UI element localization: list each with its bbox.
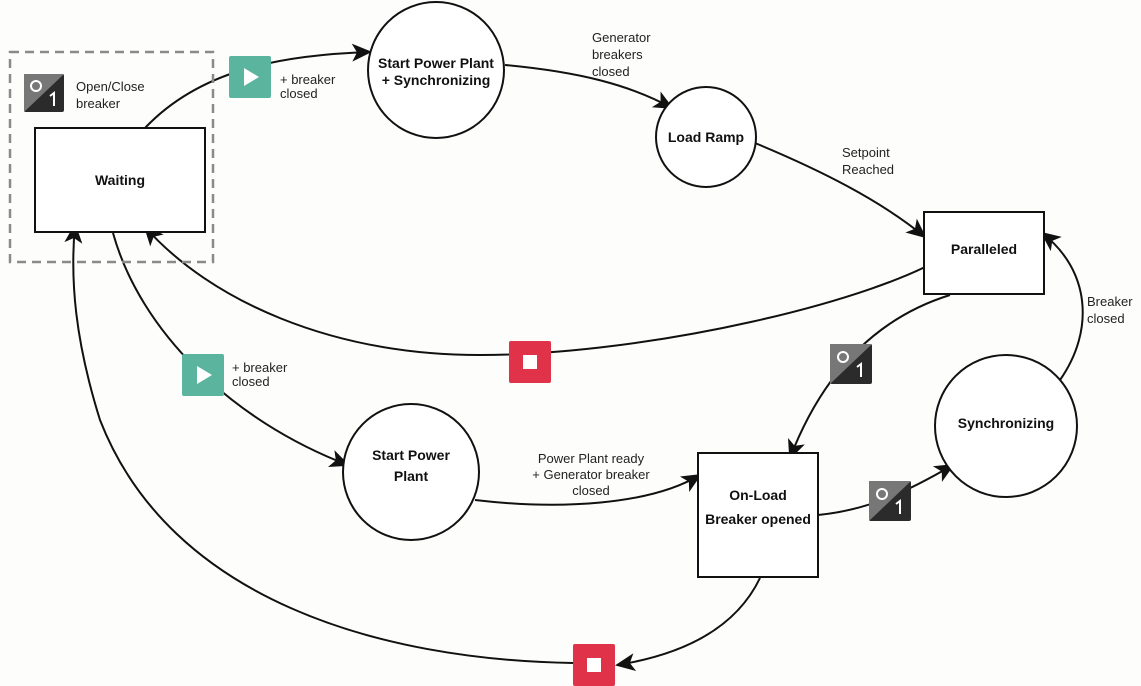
node-load-ramp-label: Load Ramp bbox=[668, 129, 744, 145]
node-start-power-plant[interactable]: Start Power Plant bbox=[342, 403, 480, 541]
edge-start-sync-to-load-ramp bbox=[504, 64, 674, 109]
node-paralleled-label: Paralleled bbox=[951, 241, 1017, 257]
node-synchronizing[interactable]: Synchronizing bbox=[934, 354, 1078, 498]
play-icon[interactable] bbox=[229, 56, 271, 98]
label-ready-1: Power Plant ready bbox=[538, 451, 645, 466]
toggle-breaker-icon[interactable] bbox=[830, 344, 872, 384]
node-start-plant-label-2: Plant bbox=[394, 468, 429, 484]
node-synchronizing-label: Synchronizing bbox=[958, 415, 1054, 431]
node-start-sync-label-1: Start Power Plant bbox=[378, 55, 494, 71]
stop-icon[interactable] bbox=[509, 341, 551, 383]
label-ready-2: + Generator breaker bbox=[532, 467, 650, 482]
label-gen-closed-3: closed bbox=[592, 64, 630, 79]
label-setpoint-2: Reached bbox=[842, 162, 894, 177]
label-start-top-2: closed bbox=[280, 86, 318, 101]
label-gen-closed-2: breakers bbox=[592, 47, 643, 62]
node-onload-breaker-opened[interactable]: On-Load Breaker opened bbox=[697, 452, 819, 578]
node-waiting-label: Waiting bbox=[95, 172, 145, 188]
node-paralleled[interactable]: Paralleled bbox=[923, 211, 1045, 295]
edge-stop-to-waiting bbox=[64, 223, 574, 664]
label-gen-closed-1: Generator bbox=[592, 30, 651, 45]
toggle-breaker-icon[interactable] bbox=[869, 481, 911, 521]
label-breaker-closed-2: closed bbox=[1087, 311, 1125, 326]
node-start-plant-label-1: Start Power bbox=[372, 447, 450, 463]
label-breaker-closed-1: Breaker bbox=[1087, 294, 1133, 309]
label-setpoint-1: Setpoint bbox=[842, 145, 890, 160]
label-start-top-1: + breaker bbox=[280, 72, 336, 87]
label-start-low-1: + breaker bbox=[232, 360, 288, 375]
node-start-sync-label-2: + Synchronizing bbox=[382, 72, 491, 88]
legend-label-line2: breaker bbox=[76, 96, 121, 111]
node-load-ramp[interactable]: Load Ramp bbox=[655, 86, 757, 188]
stop-icon[interactable] bbox=[573, 644, 615, 686]
legend-label: Open/Close bbox=[76, 79, 145, 94]
edge-synchronizing-to-paralleled bbox=[1040, 231, 1084, 381]
label-ready-3: closed bbox=[572, 483, 610, 498]
legend-frame bbox=[8, 50, 215, 264]
edge-paralleled-to-waiting bbox=[143, 225, 951, 357]
node-waiting[interactable]: Waiting bbox=[34, 127, 206, 233]
node-onload-label-2: Breaker opened bbox=[705, 511, 811, 527]
edge-load-ramp-to-paralleled bbox=[754, 142, 927, 239]
label-start-low-2: closed bbox=[232, 374, 270, 389]
toggle-breaker-icon bbox=[24, 74, 64, 112]
edges bbox=[64, 43, 1084, 672]
play-icon[interactable] bbox=[182, 354, 224, 396]
edge-waiting-to-start-plant bbox=[112, 232, 350, 467]
edge-onload-to-stop bbox=[615, 577, 761, 672]
edge-start-plant-to-onload bbox=[474, 473, 702, 506]
node-onload-label-1: On-Load bbox=[729, 487, 787, 503]
node-start-power-plant-sync[interactable]: Start Power Plant + Synchronizing bbox=[367, 1, 505, 139]
